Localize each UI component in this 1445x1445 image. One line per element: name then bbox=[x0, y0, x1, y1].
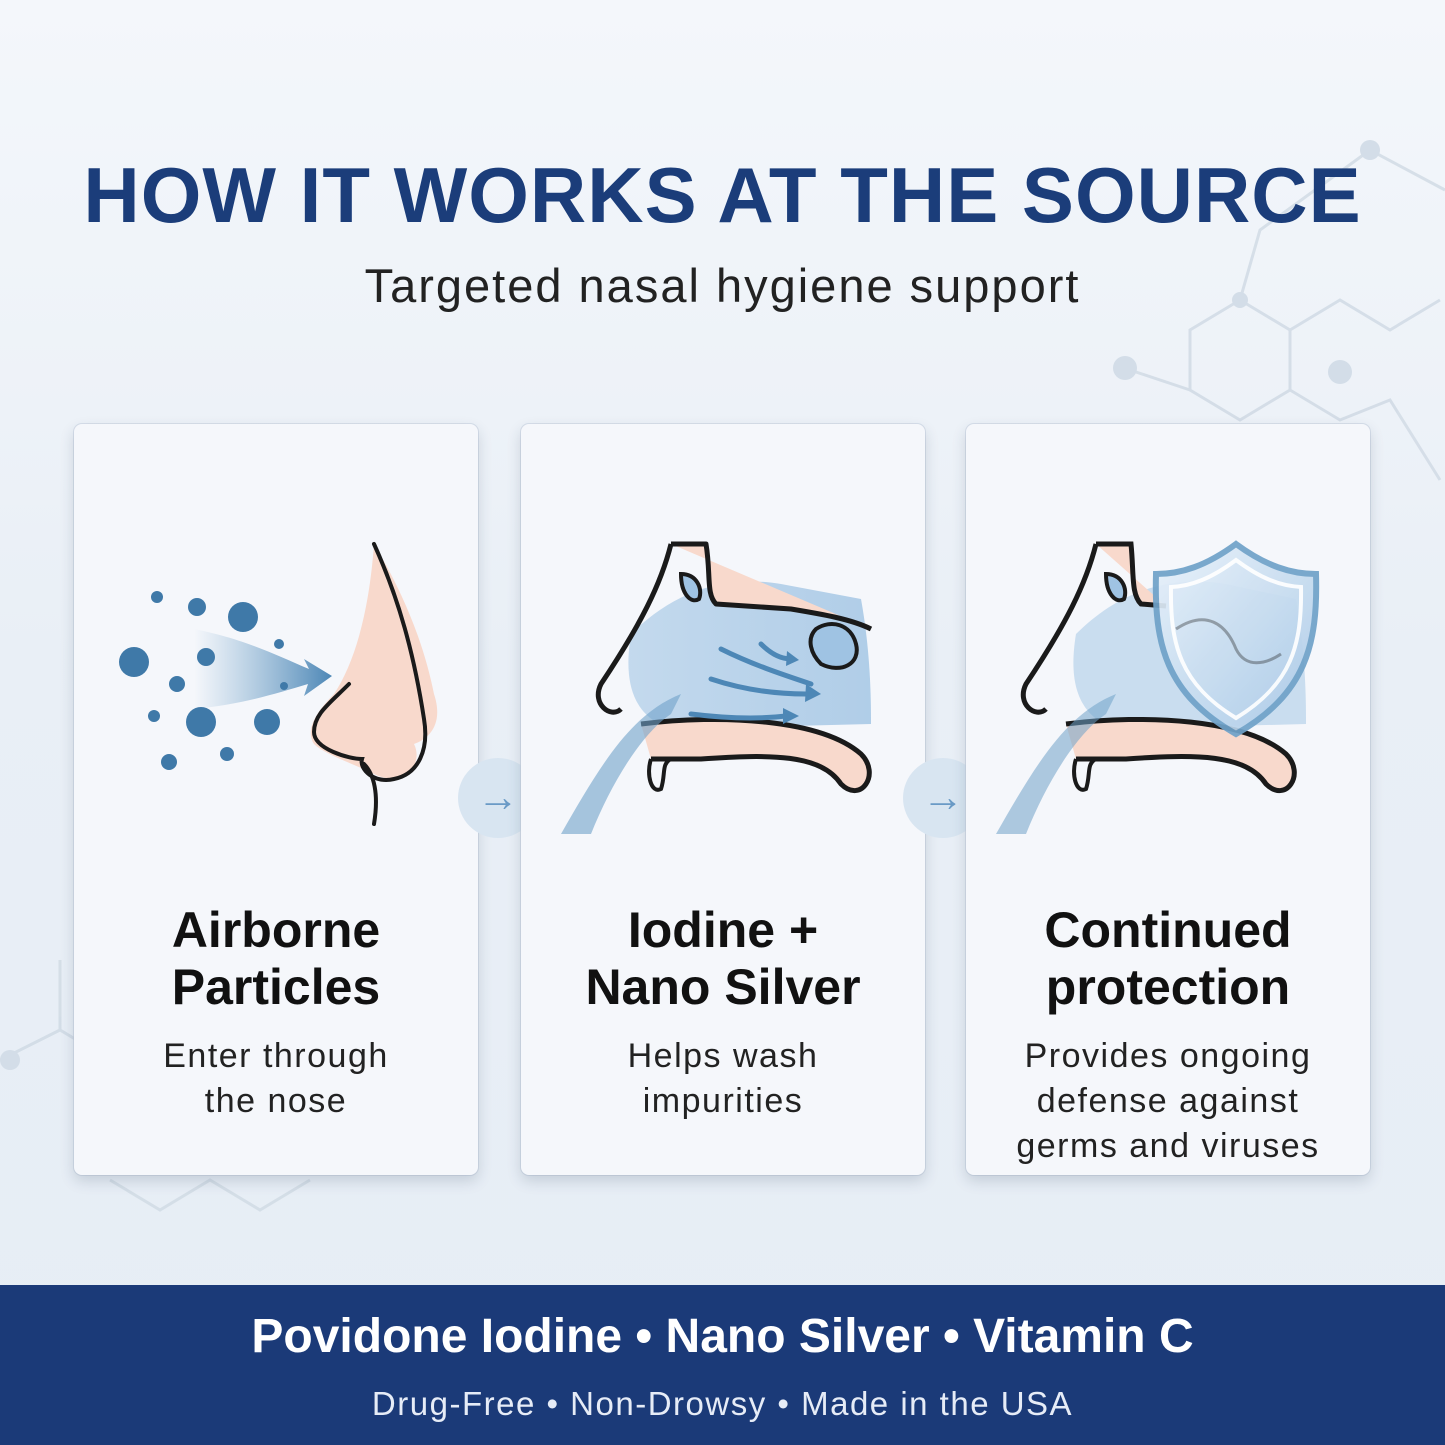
footer-banner: Povidone Iodine • Nano Silver • Vitamin … bbox=[0, 1285, 1445, 1445]
step-title: Iodine +Nano Silver bbox=[585, 902, 861, 1015]
ingredients-text: Povidone Iodine • Nano Silver • Vitamin … bbox=[251, 1310, 1194, 1363]
nose-particles-icon bbox=[119, 542, 438, 826]
nasal-cavity-icon bbox=[561, 541, 873, 834]
features-text: Drug-Free • Non-Drowsy • Made in the USA bbox=[371, 1385, 1074, 1422]
page-subtitle: Targeted nasal hygiene support bbox=[364, 259, 1081, 312]
page-title: HOW IT WORKS AT THE SOURCE bbox=[83, 151, 1362, 239]
shield-protection-icon bbox=[996, 540, 1320, 834]
